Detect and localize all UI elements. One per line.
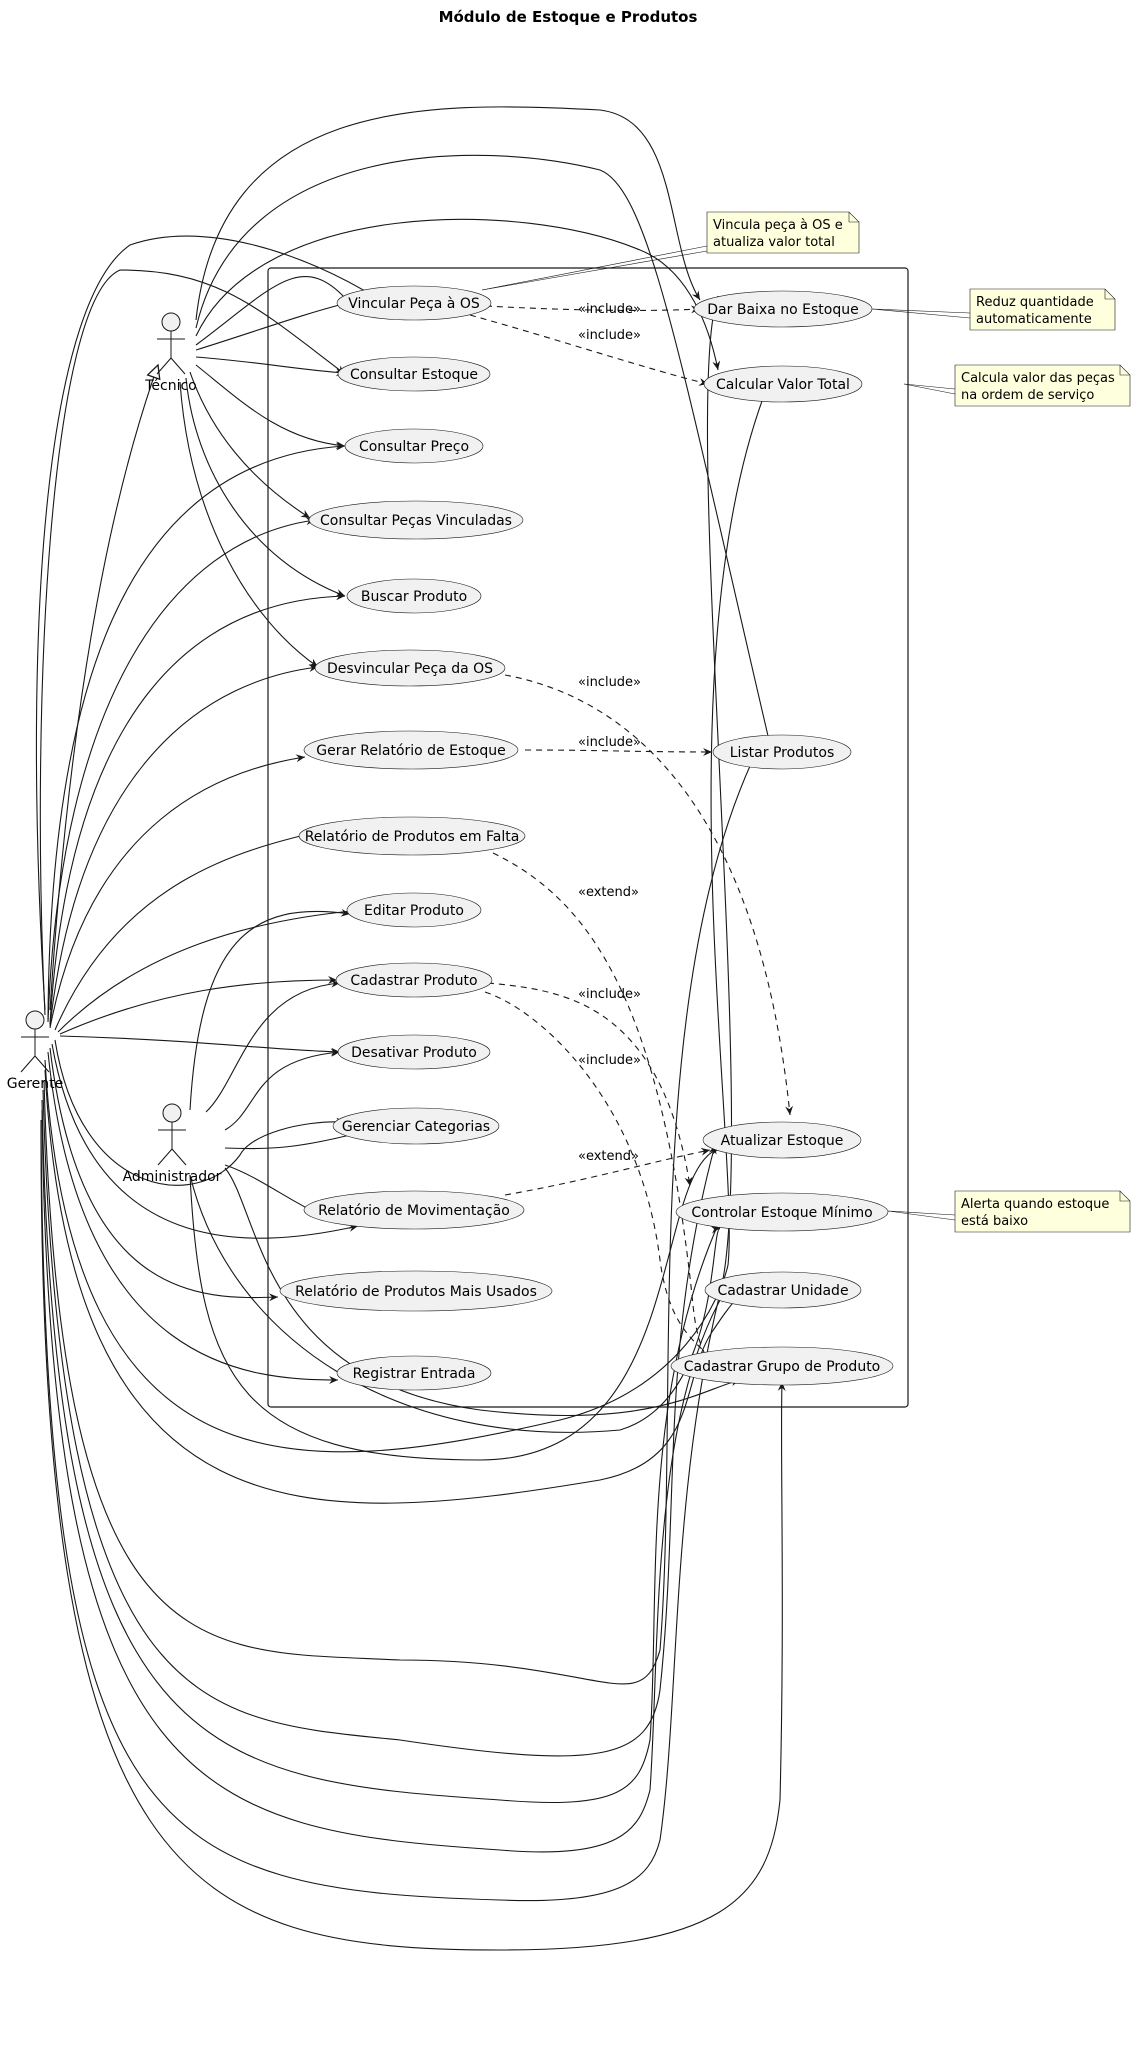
note-reduz-line1: Reduz quantidade xyxy=(976,295,1094,310)
include-label-1: «include» xyxy=(578,302,641,317)
uc-relatorio-produtos-falta-label: Relatório de Produtos em Falta xyxy=(305,829,520,845)
extend-label-1: «extend» xyxy=(578,885,639,900)
dependency-labels: «include» «include» «include» «include» … xyxy=(578,302,641,1164)
note-vincula-line1: Vincula peça à OS e xyxy=(713,218,843,233)
uc-desativar-produto[interactable]: Desativar Produto xyxy=(337,1034,491,1070)
uc-buscar-produto-label: Buscar Produto xyxy=(361,589,467,605)
uc-registrar-entrada[interactable]: Registrar Entrada xyxy=(336,1355,492,1391)
note-reduz-line2: automaticamente xyxy=(976,312,1092,327)
extend-label-2: «extend» xyxy=(578,1149,639,1164)
uc-consultar-preco[interactable]: Consultar Preço xyxy=(344,428,484,464)
note-alerta: Alerta quando estoque está baixo xyxy=(954,1190,1131,1233)
uc-consultar-pecas-vinculadas[interactable]: Consultar Peças Vinculadas xyxy=(308,500,524,540)
uc-editar-produto-label: Editar Produto xyxy=(364,903,464,919)
uc-registrar-entrada-label: Registrar Entrada xyxy=(353,1366,476,1382)
uc-gerar-relatorio-estoque-label: Gerar Relatório de Estoque xyxy=(316,743,505,759)
uc-consultar-pecas-vinculadas-label: Consultar Peças Vinculadas xyxy=(320,513,512,529)
note-connectors xyxy=(481,245,971,1221)
diagram-title: Módulo de Estoque e Produtos xyxy=(438,8,698,26)
uc-vincular-peca-label: Vincular Peça à OS xyxy=(348,296,480,312)
uc-desativar-produto-label: Desativar Produto xyxy=(351,1045,477,1061)
uc-cadastrar-produto[interactable]: Cadastrar Produto xyxy=(335,962,493,998)
actor-administrador[interactable]: Administrador xyxy=(123,1103,222,1185)
uc-relatorio-mais-usados[interactable]: Relatório de Produtos Mais Usados xyxy=(279,1270,553,1312)
uc-gerenciar-categorias-label: Gerenciar Categorias xyxy=(342,1119,490,1135)
uc-atualizar-estoque-label: Atualizar Estoque xyxy=(721,1133,844,1149)
uc-gerar-relatorio-estoque[interactable]: Gerar Relatório de Estoque xyxy=(303,730,519,770)
uc-cadastrar-produto-label: Cadastrar Produto xyxy=(350,973,477,989)
uc-calcular-valor-total[interactable]: Calcular Valor Total xyxy=(703,365,863,403)
uc-relatorio-movimentacao-label: Relatório de Movimentação xyxy=(318,1203,510,1219)
note-reduz: Reduz quantidade automaticamente xyxy=(969,288,1116,331)
include-label-2: «include» xyxy=(578,328,641,343)
include-label-3: «include» xyxy=(578,675,641,690)
uc-controlar-estoque-minimo-label: Controlar Estoque Mínimo xyxy=(691,1205,872,1221)
uc-consultar-estoque[interactable]: Consultar Estoque xyxy=(337,356,491,392)
uc-editar-produto[interactable]: Editar Produto xyxy=(346,892,482,928)
uc-relatorio-mais-usados-label: Relatório de Produtos Mais Usados xyxy=(295,1284,537,1300)
actor-tecnico-label: Técnico xyxy=(144,378,197,394)
dependencies xyxy=(469,305,794,1366)
actor-gerente[interactable]: Gerente xyxy=(7,1010,64,1092)
uc-desvincular-peca[interactable]: Desvincular Peça da OS xyxy=(314,649,506,687)
include-label-6: «include» xyxy=(578,1053,641,1068)
uc-consultar-estoque-label: Consultar Estoque xyxy=(350,367,478,383)
note-alerta-line1: Alerta quando estoque xyxy=(961,1197,1109,1212)
uc-buscar-produto[interactable]: Buscar Produto xyxy=(346,578,482,614)
uc-dar-baixa-estoque-label: Dar Baixa no Estoque xyxy=(707,302,858,318)
note-calcula-line1: Calcula valor das peças xyxy=(961,371,1115,386)
note-vincula-line2: atualiza valor total xyxy=(713,235,835,250)
actor-tecnico[interactable]: Técnico xyxy=(144,312,197,394)
system-boundary xyxy=(267,267,909,1408)
uc-cadastrar-unidade-label: Cadastrar Unidade xyxy=(717,1283,848,1299)
note-calcula-line2: na ordem de serviço xyxy=(961,388,1094,403)
include-label-5: «include» xyxy=(578,987,641,1002)
note-alerta-line2: está baixo xyxy=(961,1214,1028,1229)
uc-calcular-valor-total-label: Calcular Valor Total xyxy=(716,377,850,393)
associations xyxy=(35,106,786,1951)
include-label-4: «include» xyxy=(578,735,641,750)
uc-cadastrar-grupo-produto[interactable]: Cadastrar Grupo de Produto xyxy=(670,1346,894,1386)
uc-dar-baixa-estoque[interactable]: Dar Baixa no Estoque xyxy=(693,290,873,328)
actor-administrador-label: Administrador xyxy=(123,1169,222,1185)
uc-gerenciar-categorias[interactable]: Gerenciar Categorias xyxy=(332,1107,500,1145)
uc-relatorio-movimentacao[interactable]: Relatório de Movimentação xyxy=(303,1190,525,1230)
uc-controlar-estoque-minimo[interactable]: Controlar Estoque Mínimo xyxy=(675,1192,889,1232)
uc-listar-produtos-label: Listar Produtos xyxy=(730,745,835,761)
uc-relatorio-produtos-falta[interactable]: Relatório de Produtos em Falta xyxy=(298,816,526,856)
uc-cadastrar-grupo-produto-label: Cadastrar Grupo de Produto xyxy=(684,1359,881,1375)
uc-cadastrar-unidade[interactable]: Cadastrar Unidade xyxy=(704,1271,862,1309)
note-calcula: Calcula valor das peças na ordem de serv… xyxy=(954,364,1131,407)
uc-vincular-peca[interactable]: Vincular Peça à OS xyxy=(336,285,492,321)
uc-desvincular-peca-label: Desvincular Peça da OS xyxy=(327,661,493,677)
note-vincula: Vincula peça à OS e atualiza valor total xyxy=(706,211,860,254)
uc-listar-produtos[interactable]: Listar Produtos xyxy=(712,734,852,770)
uc-atualizar-estoque[interactable]: Atualizar Estoque xyxy=(702,1121,862,1159)
actor-gerente-label: Gerente xyxy=(7,1076,64,1092)
use-cases: Vincular Peça à OS Consultar Estoque Con… xyxy=(279,285,894,1391)
uc-consultar-preco-label: Consultar Preço xyxy=(359,439,469,455)
